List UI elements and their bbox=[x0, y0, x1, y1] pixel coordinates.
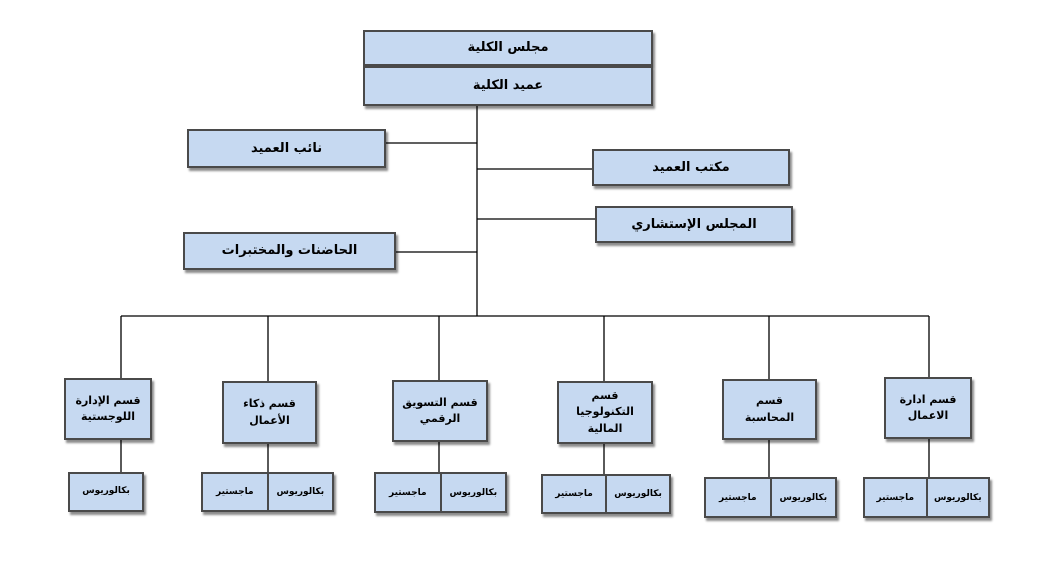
program-bachelors: بكالوريوس bbox=[266, 474, 333, 510]
department-name: قسم التكنولوجيا المالية bbox=[576, 388, 634, 435]
program-masters: ماجستير bbox=[876, 492, 915, 503]
department-box: قسم التكنولوجيا المالية bbox=[557, 381, 653, 444]
department-name: قسم المحاسبة bbox=[744, 394, 795, 424]
department-name: قسم الإدارة اللوجستية bbox=[75, 393, 141, 424]
program-bachelors: بكالوريوس bbox=[925, 479, 989, 516]
department-name: قسم ذكاء الأعمال bbox=[243, 397, 296, 427]
programs-box: ماجستير بكالوريوس bbox=[863, 477, 990, 518]
department-box: قسم ادارة الاعمال bbox=[884, 377, 972, 439]
program-bachelors: بكالوريوس bbox=[605, 476, 669, 512]
college-dean-box: عميد الكلية bbox=[363, 66, 653, 106]
program-bachelors: بكالوريوس bbox=[769, 479, 836, 516]
department-box: قسم الإدارة اللوجستية bbox=[64, 378, 152, 440]
department-box: قسم المحاسبة bbox=[722, 379, 817, 440]
college-council-label: مجلس الكلية bbox=[467, 40, 549, 56]
program-masters: ماجستير bbox=[388, 487, 427, 498]
program-bachelors: بكالوريوس bbox=[82, 486, 130, 497]
program-masters: ماجستير bbox=[718, 492, 757, 503]
programs-box: ماجستير بكالوريوس bbox=[541, 474, 671, 514]
college-council-box: مجلس الكلية bbox=[363, 30, 653, 66]
dean-office-box: مكتب العميد bbox=[592, 149, 790, 186]
incubators-labs-box: الحاضنات والمختبرات bbox=[183, 232, 396, 270]
programs-box: ماجستير بكالوريوس bbox=[704, 477, 837, 518]
programs-box: بكالوريوس bbox=[68, 472, 144, 512]
department-name: قسم ادارة الاعمال bbox=[899, 392, 957, 423]
incubators-labs-label: الحاضنات والمختبرات bbox=[221, 243, 358, 259]
advisory-council-label: المجلس الإستشاري bbox=[631, 216, 757, 232]
program-masters: ماجستير bbox=[215, 487, 254, 497]
vice-dean-box: نائب العميد bbox=[187, 129, 386, 168]
department-box: قسم ذكاء الأعمال bbox=[222, 381, 317, 444]
dean-office-label: مكتب العميد bbox=[652, 159, 730, 175]
program-bachelors: بكالوريوس bbox=[439, 474, 506, 511]
department-box: قسم التسويق الرقمي bbox=[392, 380, 488, 442]
vice-dean-label: نائب العميد bbox=[250, 140, 323, 156]
advisory-council-box: المجلس الإستشاري bbox=[595, 206, 793, 243]
programs-box: ماجستير بكالوريوس bbox=[201, 472, 334, 512]
program-masters: ماجستير bbox=[555, 489, 593, 499]
college-dean-label: عميد الكلية bbox=[472, 78, 544, 94]
programs-box: ماجستير بكالوريوس bbox=[374, 472, 507, 513]
department-name: قسم التسويق الرقمي bbox=[402, 395, 478, 426]
